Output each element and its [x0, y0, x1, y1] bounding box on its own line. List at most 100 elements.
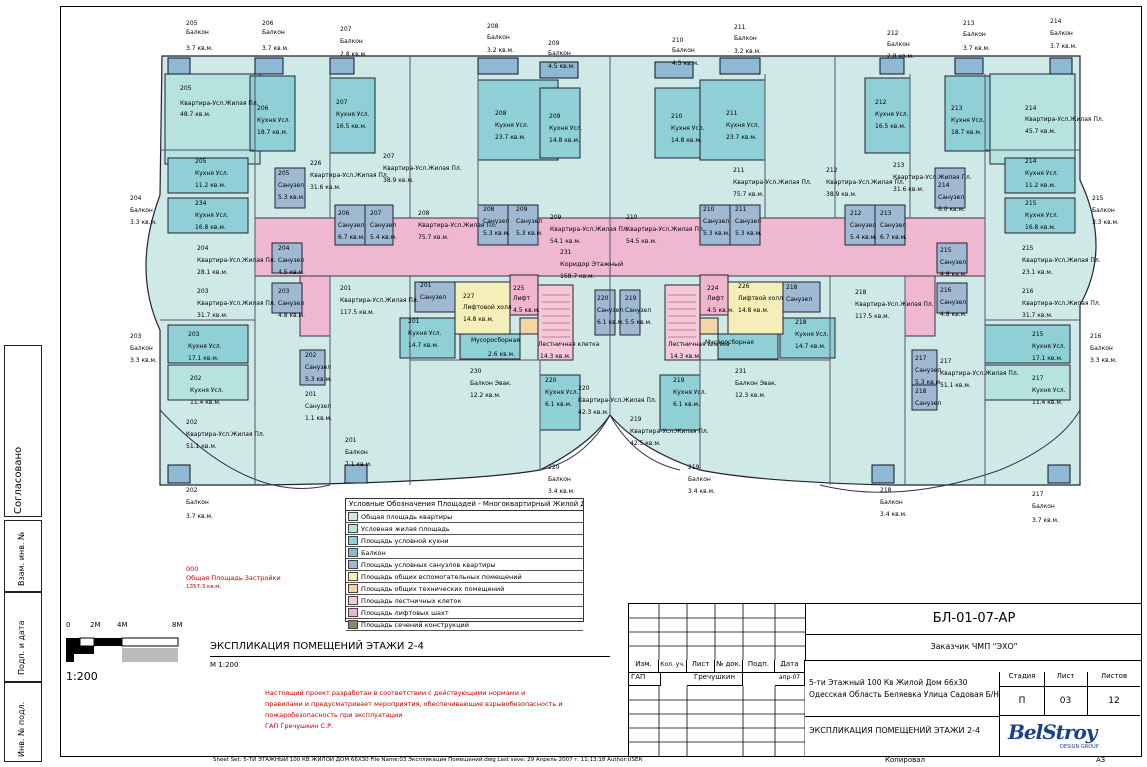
- svg-text:Лестничная клетка: Лестничная клетка: [538, 341, 600, 348]
- svg-text:Санузел: Санузел: [880, 222, 906, 229]
- svg-text:Санузел: Санузел: [915, 400, 941, 407]
- build-area: 000 Общая Площадь Застройки 1357.3 кв.м.: [186, 565, 281, 592]
- stage-value: П: [999, 687, 1045, 716]
- side-stamp-sign: Подп. и дата: [4, 592, 42, 682]
- svg-text:Санузел: Санузел: [278, 182, 304, 189]
- svg-text:217: 217: [915, 355, 927, 362]
- svg-text:4.8 кв.м.: 4.8 кв.м.: [940, 311, 967, 318]
- stage-header: Стадия: [999, 672, 1045, 687]
- side-stamp-agreed: Согласовано: [4, 345, 42, 517]
- svg-text:Кухня Усл.: Кухня Усл.: [195, 212, 229, 219]
- svg-text:Кухня Усл.: Кухня Усл.: [951, 117, 985, 124]
- svg-text:205: 205: [180, 85, 192, 92]
- svg-text:215: 215: [1022, 245, 1034, 252]
- svg-text:Коридор Этажный: Коридор Этажный: [560, 260, 623, 268]
- legend-label: Площадь условных санузлов квартиры: [361, 560, 496, 569]
- legend-swatch: [348, 512, 358, 521]
- svg-text:225: 225: [513, 285, 525, 292]
- list-value: 03: [1044, 687, 1088, 716]
- legend-item: Площадь общих технических помещений: [346, 583, 583, 595]
- side-stamp-inv2: Инв. № подл.: [4, 682, 42, 762]
- svg-text:210: 210: [626, 214, 638, 221]
- legend-label: Площадь общих технических помещений: [361, 584, 505, 593]
- svg-text:Кухня Усл.: Кухня Усл.: [549, 125, 583, 132]
- svg-text:Балкон: Балкон: [548, 476, 571, 483]
- svg-text:3.2 кв.м.: 3.2 кв.м.: [487, 47, 514, 54]
- legend-label: Площадь лестничных клеток: [361, 596, 462, 605]
- legend-item: Площадь лифтовых шахт: [346, 607, 583, 619]
- note-line-1: Настоящий проект разработан в соответств…: [265, 689, 526, 697]
- svg-text:Лифтвой холл: Лифтвой холл: [738, 295, 783, 302]
- svg-text:5.3 кв.м.: 5.3 кв.м.: [703, 230, 730, 237]
- note-line-3: пожаробезопасность при эксплуатации: [265, 711, 403, 719]
- svg-text:Кухня Усл.: Кухня Усл.: [1032, 387, 1066, 394]
- svg-text:14.3 кв.м.: 14.3 кв.м.: [540, 353, 571, 360]
- svg-text:Балкон: Балкон: [345, 449, 368, 456]
- tb-divider: [805, 716, 999, 717]
- svg-text:14.7 кв.м.: 14.7 кв.м.: [795, 343, 826, 350]
- svg-text:Санузел: Санузел: [420, 294, 446, 301]
- svg-text:202: 202: [190, 375, 202, 382]
- svg-text:Балкон: Балкон: [1090, 345, 1113, 352]
- svg-text:51.1 кв.м.: 51.1 кв.м.: [940, 382, 971, 389]
- svg-text:211: 211: [726, 110, 738, 117]
- svg-text:206: 206: [257, 105, 269, 112]
- svg-text:Кухня Усл.: Кухня Усл.: [257, 117, 291, 124]
- svg-text:6.7 кв.м.: 6.7 кв.м.: [880, 234, 907, 241]
- svg-text:212: 212: [850, 210, 862, 217]
- sheet-title: ЭКСПЛИКАЦИЯ ПОМЕЩЕНИЙ ЭТАЖИ 2-4: [809, 726, 981, 735]
- footer-copied: Копировал: [885, 756, 925, 764]
- svg-text:23.7 кв.м.: 23.7 кв.м.: [495, 134, 526, 141]
- svg-text:4.5 кв.м.: 4.5 кв.м.: [548, 63, 575, 70]
- side-inv: Взам. инв. №: [17, 531, 26, 586]
- svg-text:211: 211: [734, 24, 746, 31]
- svg-text:5.5 кв.м.: 5.5 кв.м.: [625, 319, 652, 326]
- svg-text:204: 204: [278, 245, 290, 252]
- svg-text:208: 208: [487, 23, 499, 30]
- legend-label: Условная жилая площадь: [361, 524, 450, 533]
- svg-text:12.2 кв.м.: 12.2 кв.м.: [470, 392, 501, 399]
- build-area-label: Общая Площадь Застройки: [186, 574, 281, 582]
- svg-text:210: 210: [703, 206, 715, 213]
- svg-text:211: 211: [735, 206, 747, 213]
- svg-text:209: 209: [516, 206, 528, 213]
- svg-text:1.1 кв.м.: 1.1 кв.м.: [305, 415, 332, 422]
- svg-text:Балкон: Балкон: [186, 29, 209, 36]
- svg-text:218: 218: [786, 284, 798, 291]
- svg-text:Балкон: Балкон: [340, 38, 363, 45]
- svg-text:203: 203: [130, 333, 142, 340]
- svg-text:Балкон: Балкон: [963, 31, 986, 38]
- svg-text:6.1 кв.м.: 6.1 кв.м.: [597, 319, 624, 326]
- svg-text:31.7 кв.м.: 31.7 кв.м.: [1022, 312, 1053, 319]
- legend-label: Площадь условной кухни: [361, 536, 449, 545]
- legend-swatch: [348, 584, 358, 593]
- svg-text:6.1 кв.м.: 6.1 кв.м.: [545, 401, 572, 408]
- svg-text:Балкон: Балкон: [672, 47, 695, 54]
- legend-item: Условная жилая площадь: [346, 523, 583, 535]
- project-line-1: 5-ти Этажный 100 Кв Жилой Дом 66х30: [809, 678, 968, 687]
- svg-text:4.5 кв.м.: 4.5 кв.м.: [278, 269, 305, 276]
- svg-text:Квартира-Усл.Жилая Пл.: Квартира-Усл.Жилая Пл.: [855, 301, 934, 308]
- svg-text:215: 215: [1025, 200, 1037, 207]
- svg-text:214: 214: [1025, 158, 1037, 165]
- svg-text:209: 209: [550, 214, 562, 221]
- svg-text:16.5 кв.м.: 16.5 кв.м.: [875, 123, 906, 130]
- svg-text:203: 203: [197, 288, 209, 295]
- svg-text:Санузел: Санузел: [625, 307, 651, 314]
- svg-text:206: 206: [338, 210, 350, 217]
- svg-text:4.8 кв.м.: 4.8 кв.м.: [940, 271, 967, 278]
- svg-text:28.1 кв.м.: 28.1 кв.м.: [197, 269, 228, 276]
- svg-text:11.2 кв.м.: 11.2 кв.м.: [195, 182, 226, 189]
- svg-text:3.7 кв.м.: 3.7 кв.м.: [963, 45, 990, 52]
- svg-text:Кухня Усл.: Кухня Усл.: [195, 170, 229, 177]
- svg-text:212: 212: [887, 30, 899, 37]
- svg-text:Балкон: Балкон: [1032, 503, 1055, 510]
- svg-text:203: 203: [188, 331, 200, 338]
- svg-text:6.1 кв.м.: 6.1 кв.м.: [673, 401, 700, 408]
- svg-text:3.3 кв.м.: 3.3 кв.м.: [130, 219, 157, 226]
- svg-text:213: 213: [893, 162, 905, 169]
- svg-text:117.5 кв.м.: 117.5 кв.м.: [340, 309, 375, 316]
- svg-text:Мусоросборная: Мусоросборная: [705, 339, 754, 346]
- svg-text:208: 208: [495, 110, 507, 117]
- project-line-2: Одесская Область Беляевка Улица Садовая …: [809, 690, 999, 699]
